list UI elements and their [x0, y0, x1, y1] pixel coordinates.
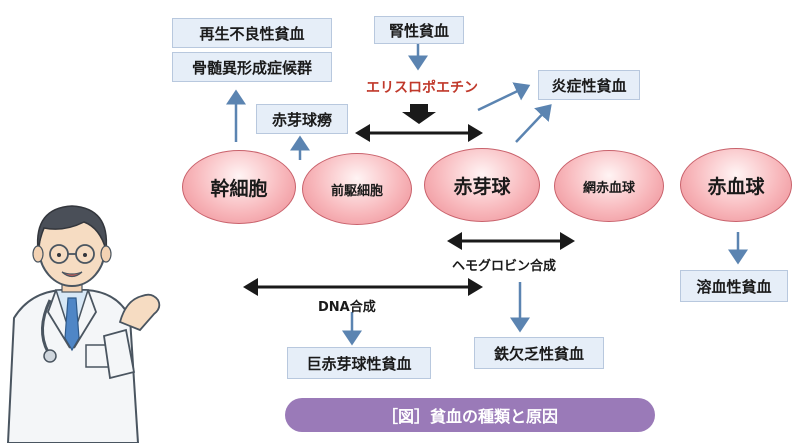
label-erythropoietin: エリスロポエチン: [366, 80, 478, 96]
cell-stem: 幹細胞: [182, 150, 296, 224]
figure-caption: ［図］貧血の種類と原因: [285, 398, 655, 432]
label-dna-synthesis: DNA合成: [318, 300, 376, 315]
arrow-to-inflammatory-1: [477, 82, 531, 112]
doctor-illustration: [6, 205, 161, 443]
box-iron-deficiency-anemia: 鉄欠乏性貧血: [474, 337, 604, 369]
cell-reticulocyte: 網赤血球: [554, 150, 664, 222]
label-hemoglobin-synthesis: ヘモグロビン合成: [452, 259, 557, 274]
cell-proerythroblast: 前駆細胞: [302, 153, 412, 225]
box-mds: 骨髄異形成症候群: [172, 52, 332, 82]
arrow-to-inflammatory-2: [515, 104, 552, 143]
box-megaloblastic-anemia: 巨赤芽球性貧血: [287, 347, 431, 379]
cell-red-blood-cell: 赤血球: [680, 148, 792, 222]
cell-erythroblast: 赤芽球: [424, 148, 540, 222]
box-hemolytic-anemia: 溶血性貧血: [680, 270, 788, 302]
box-pure-red-cell-aplasia: 赤芽球癆: [256, 104, 348, 134]
box-inflammatory-anemia: 炎症性貧血: [538, 70, 640, 100]
box-renal-anemia: 腎性貧血: [374, 16, 464, 44]
epo-down-arrow: [402, 104, 436, 124]
box-aplastic-anemia: 再生不良性貧血: [172, 18, 332, 48]
